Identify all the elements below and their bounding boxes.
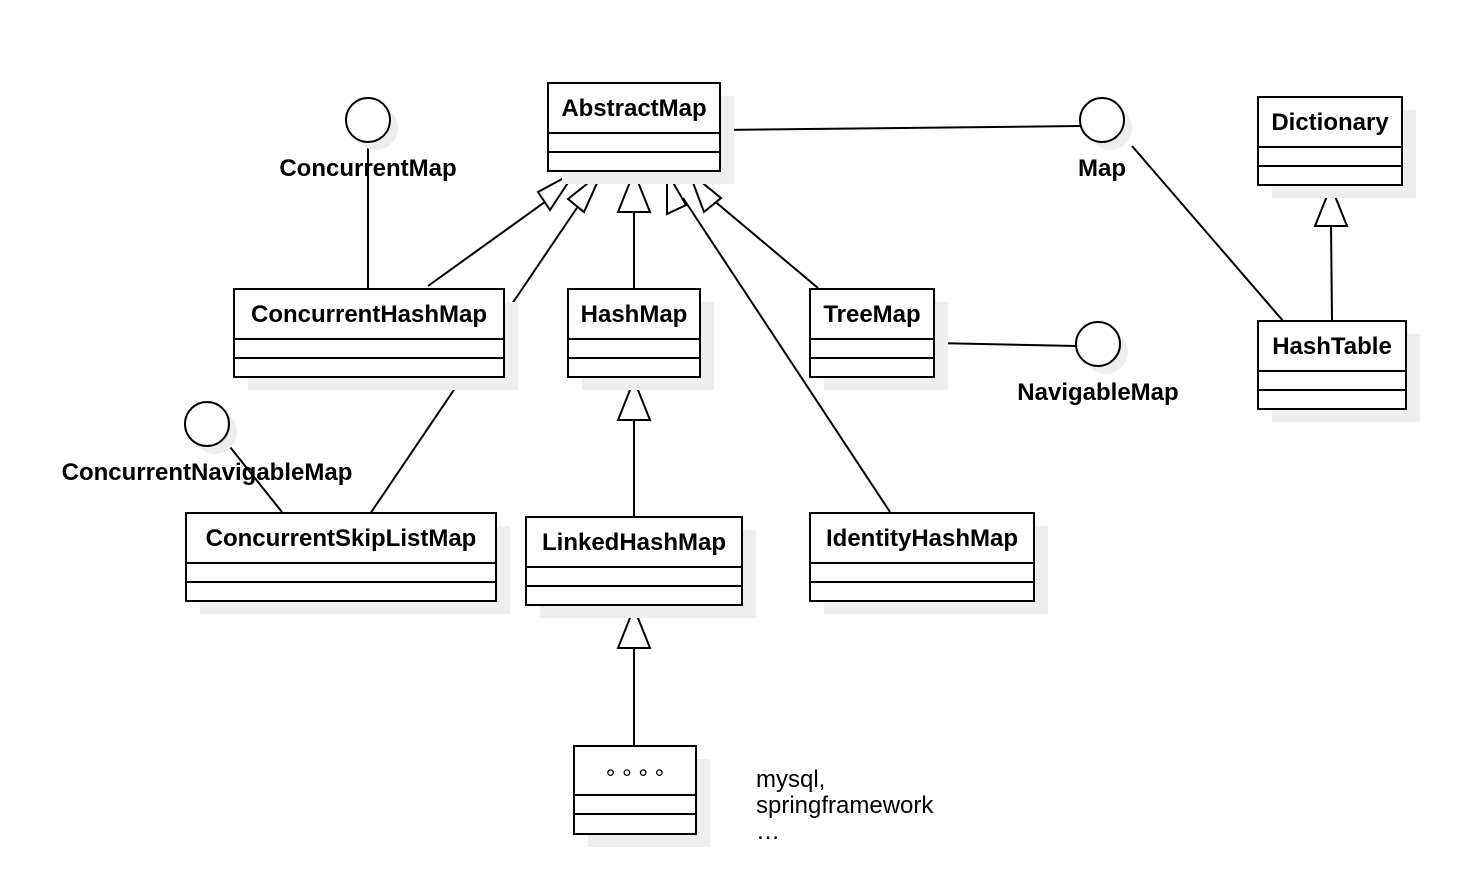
class-concurrentskiplistmap: ConcurrentSkipListMap [185,512,510,614]
concurrentskiplistmap-title: ConcurrentSkipListMap [206,525,477,552]
ellipsis-title: ° ° ° ° [606,765,664,792]
class-ellipsis: ° ° ° ° [573,745,710,847]
edge-identityhashmap-abstractmap [682,197,891,513]
interface-map: Map [1078,97,1132,182]
class-concurrenthashmap: ConcurrentHashMap [233,288,518,390]
hashmap-title: HashMap [581,301,688,328]
class-linkedhashmap: LinkedHashMap [525,516,756,618]
treemap-title: TreeMap [823,301,920,328]
concurrentmap-circle-icon [345,97,391,143]
class-hashtable: HashTable [1257,320,1420,422]
note-line-3: … [756,818,780,845]
concurrenthashmap-title: ConcurrentHashMap [251,301,487,328]
concurrentnavigablemap-label: ConcurrentNavigableMap [62,459,353,486]
navigablemap-label: NavigableMap [1017,379,1178,406]
inheritance-arrowheads [536,168,1349,649]
map-circle-icon [1079,97,1125,143]
triangle-hashmap-abstractmap [616,169,652,213]
edge-treemap-navigablemap [933,342,1077,347]
edge-abstractmap-map [719,125,1081,131]
class-dictionary: Dictionary [1257,96,1416,198]
concurrentmap-label: ConcurrentMap [279,155,456,182]
abstractmap-title: AbstractMap [561,95,706,122]
edge-concurrentnavigablemap-concurrentskiplistmap [221,436,283,513]
edge-map-hashtable [1131,145,1285,323]
edge-treemap-abstractmap [711,198,819,289]
concurrentnavigablemap-circle-icon [184,401,230,447]
triangle-hashtable-dictionary [1313,183,1349,227]
edge-hashtable-dictionary [1330,225,1333,321]
hashtable-title: HashTable [1272,333,1392,360]
triangle-linkedhashmap-hashmap [616,377,652,421]
interface-concurrentnavigablemap: ConcurrentNavigableMap [62,401,353,486]
dictionary-title: Dictionary [1271,109,1389,136]
note-frameworks: mysql, springframework … [756,766,934,845]
triangle-ellipsis-linkedhashmap [616,605,652,649]
identityhashmap-title: IdentityHashMap [826,525,1018,552]
connectors [221,125,1333,746]
edge-concurrenthashmap-abstractmap [427,193,557,287]
class-hashmap: HashMap [567,288,714,390]
class-abstractmap: AbstractMap [547,82,734,184]
map-label: Map [1078,155,1126,182]
navigablemap-circle-icon [1075,321,1121,367]
interface-concurrentmap: ConcurrentMap [279,97,457,182]
interface-navigablemap: NavigableMap [1017,321,1179,406]
linkedhashmap-title: LinkedHashMap [542,529,726,556]
class-identityhashmap: IdentityHashMap [809,512,1048,614]
note-line-1: mysql, [756,766,825,793]
note-line-2: springframework [756,792,934,819]
class-treemap: TreeMap [809,288,948,390]
